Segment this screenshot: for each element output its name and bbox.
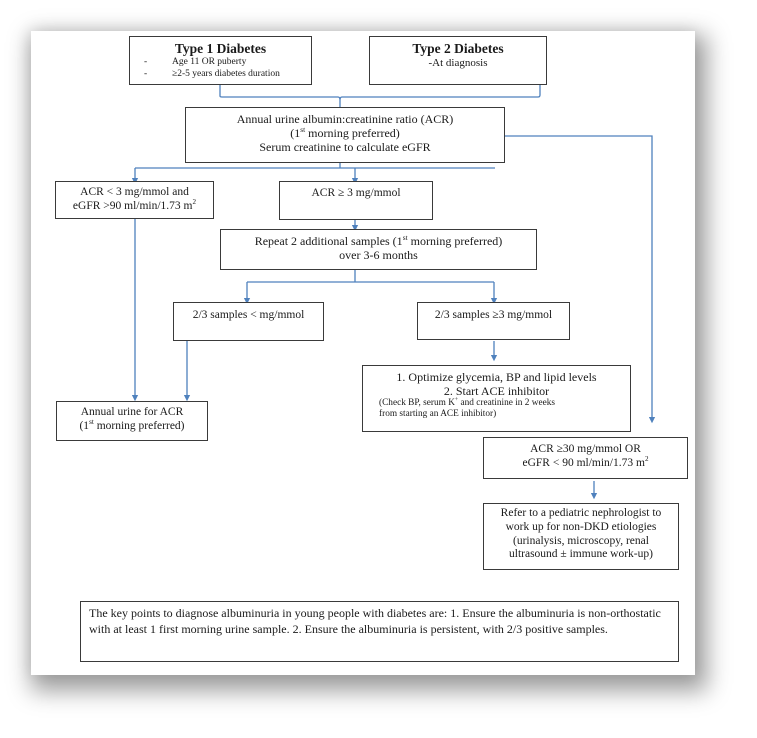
annual-acr-box: Annual urine albumin:creatinine ratio (A… bbox=[185, 107, 505, 163]
acr-low-box: ACR < 3 mg/mmol and eGFR >90 ml/min/1.73… bbox=[55, 181, 214, 219]
type2-subtext: -At diagnosis bbox=[428, 56, 488, 69]
refer-nephrologist-box: Refer to a pediatric nephrologist to wor… bbox=[483, 503, 679, 570]
samples-high-box: 2/3 samples ≥3 mg/mmol bbox=[417, 302, 570, 340]
samples-low-box: 2/3 samples < mg/mmol bbox=[173, 302, 324, 341]
type1-diabetes-box: Type 1 Diabetes -Age 11 OR puberty -≥2-5… bbox=[129, 36, 312, 85]
type2-diabetes-box: Type 2 Diabetes -At diagnosis bbox=[369, 36, 547, 85]
repeat-samples-box: Repeat 2 additional samples (1st morning… bbox=[220, 229, 537, 270]
annual-urine-box: Annual urine for ACR (1st morning prefer… bbox=[56, 401, 208, 441]
type2-title: Type 2 Diabetes bbox=[412, 41, 504, 56]
acr30-box: ACR ≥30 mg/mmol OR eGFR < 90 ml/min/1.73… bbox=[483, 437, 688, 479]
type1-bullet: -≥2-5 years diabetes duration bbox=[144, 68, 280, 79]
acr-high-box: ACR ≥ 3 mg/mmol bbox=[279, 181, 433, 220]
type1-title: Type 1 Diabetes bbox=[174, 41, 267, 56]
type1-bullet: -Age 11 OR puberty bbox=[144, 56, 247, 67]
key-points-box: The key points to diagnose albuminuria i… bbox=[80, 601, 679, 662]
optimize-box: 1. Optimize glycemia, BP and lipid level… bbox=[362, 365, 631, 432]
key-points-text: The key points to diagnose albuminuria i… bbox=[89, 606, 661, 636]
